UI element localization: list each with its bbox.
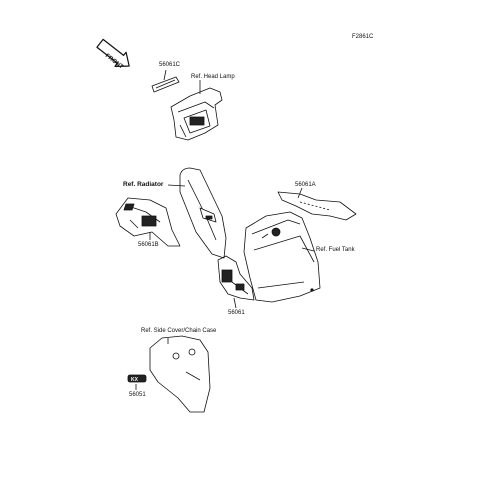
part-label-56061b: 56061B (138, 242, 159, 248)
badge-56051-shape: KX (127, 374, 147, 383)
ref-label-side-cover: Ref. Side Cover/Chain Case (141, 328, 217, 334)
part-label-56061: 56061 (228, 310, 245, 316)
decal-56061a-shape (277, 191, 357, 221)
front-arrow-icon (96, 38, 130, 68)
part-label-56061a: 56061A (295, 182, 316, 188)
figure-code: F2861C (352, 34, 374, 40)
decal-56061-shape (217, 255, 255, 301)
part-label-56051: 56051 (129, 392, 146, 398)
radiator-shroud-shape (179, 167, 227, 259)
ref-label-fuel-tank: Ref. Fuel Tank (316, 247, 355, 253)
ref-label-head-lamp: Ref. Head Lamp (191, 74, 235, 80)
badge-56051-glyph: KX (131, 377, 139, 383)
head-lamp-part-shape (170, 87, 223, 141)
decal-56061b-shape (115, 197, 181, 247)
fuel-tank-cover-shape (243, 211, 321, 303)
leader-lines (135, 69, 315, 390)
part-label-56061c: 56061C (159, 62, 181, 68)
ref-label-radiator: Ref. Radiator (123, 181, 164, 188)
side-cover-shape (149, 335, 211, 413)
decal-56061c-shape (151, 76, 180, 93)
